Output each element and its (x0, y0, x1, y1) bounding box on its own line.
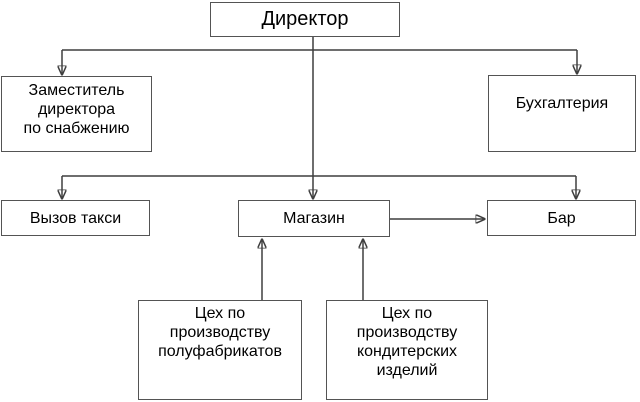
node-bar: Бар (487, 200, 636, 236)
node-accounting: Бухгалтерия (488, 75, 636, 152)
node-taxi-call: Вызов такси (1, 200, 150, 236)
node-deputy-supply-label: Заместитель директора по снабжению (23, 82, 130, 137)
node-workshop-confectionery: Цех по производству кондитерских изделий (326, 300, 488, 400)
node-shop: Магазин (238, 200, 390, 237)
node-workshop-semifinished: Цех по производству полуфабрикатов (138, 300, 302, 400)
node-workshop-semifinished-label: Цех по производству полуфабрикатов (158, 305, 282, 360)
node-taxi-call-label: Вызов такси (29, 209, 122, 227)
node-shop-label: Магазин (283, 210, 345, 227)
node-director: Директор (210, 2, 400, 37)
node-deputy-supply: Заместитель директора по снабжению (1, 76, 152, 152)
node-director-label: Директор (261, 8, 349, 30)
node-bar-label: Бар (547, 209, 576, 227)
node-workshop-confectionery-label: Цех по производству кондитерских изделий (356, 305, 458, 379)
node-accounting-label: Бухгалтерия (515, 95, 609, 112)
